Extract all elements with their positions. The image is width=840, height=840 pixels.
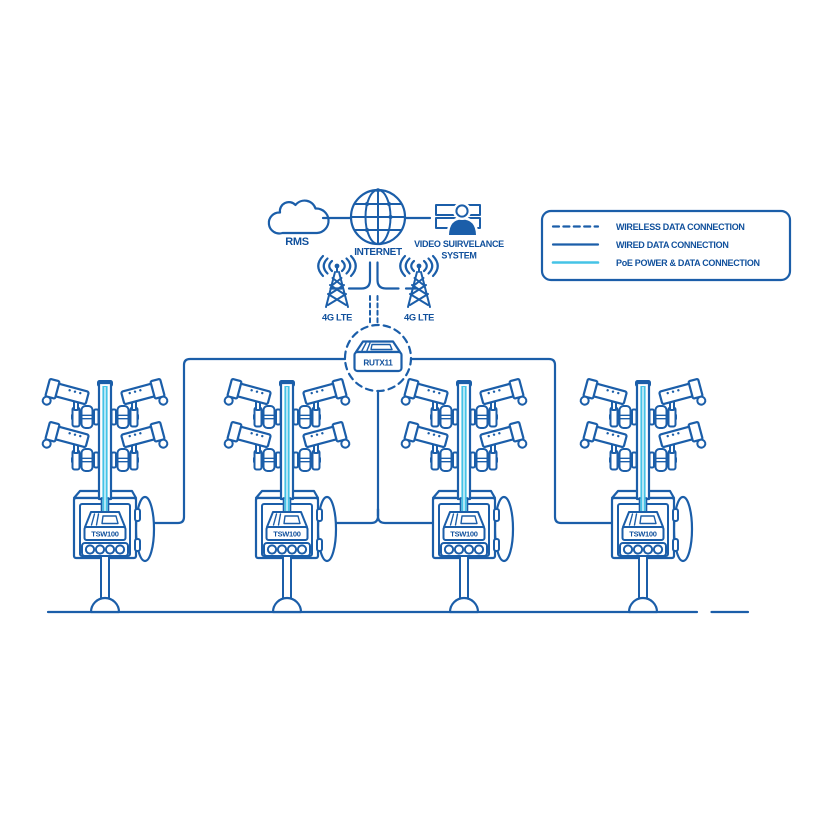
camera-pole-unit-2	[224, 378, 350, 612]
switch-label-1: TSW100	[91, 530, 119, 539]
lte-right-label: 4G LTE	[404, 313, 434, 323]
switch-label-3: TSW100	[450, 530, 478, 539]
video-system-label-line2: SYSTEM	[441, 251, 476, 261]
legend-label-wired: WIRED DATA CONNECTION	[616, 240, 729, 250]
cell-tower-icon-left	[317, 254, 357, 309]
switch-label-4: TSW100	[629, 530, 657, 539]
router-icon	[343, 323, 413, 393]
switch-label-2: TSW100	[273, 530, 301, 539]
wired-bus-lines	[140, 357, 613, 525]
cell-tower-icon-right	[399, 254, 439, 309]
camera-pole-unit-3	[401, 378, 527, 612]
router-label: RUTX11	[363, 359, 393, 368]
internet-label: INTERNET	[354, 247, 402, 258]
legend-box: WIRELESS DATA CONNECTION WIRED DATA CONN…	[540, 209, 792, 282]
internet-globe-icon	[349, 188, 407, 246]
camera-pole-unit-4	[580, 378, 706, 612]
video-system-label-line1: VIDEO SUIRVELANCE	[414, 239, 504, 249]
lte-left-label: 4G LTE	[322, 313, 352, 323]
legend-label-poe: PoE POWER & DATA CONNECTION	[616, 258, 760, 268]
camera-pole-unit-1	[42, 378, 168, 612]
rms-label: RMS	[285, 236, 309, 248]
legend-label-wireless: WIRELESS DATA CONNECTION	[616, 222, 745, 232]
video-surveillance-system-icon	[435, 201, 481, 238]
router-dashed-circle	[343, 323, 413, 393]
rms-cloud-icon	[267, 199, 330, 235]
